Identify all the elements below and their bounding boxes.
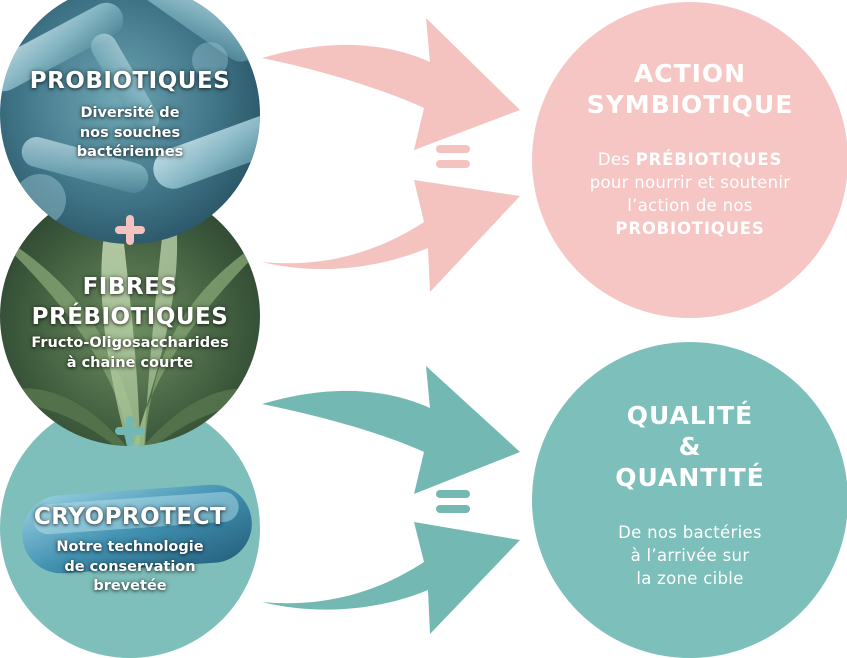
cryoprotect-text: CRYOPROTECT Notre technologie de conserv… (10, 502, 250, 597)
fibres-line-2: à chaine courte (66, 354, 194, 371)
action-desc-line-2: pour nourrir et soutenir (589, 173, 791, 192)
cryoprotect-line-2: de conservation (64, 558, 196, 575)
action-symbiotique-text: ACTION SYMBIOTIQUE Des PRÉBIOTIQUES pour… (550, 58, 830, 240)
cryoprotect-line-3: brevetée (93, 578, 167, 594)
probiotiques-line-1: Diversité de (80, 105, 180, 121)
cryoprotect-line-1: Notre technologie (56, 539, 204, 555)
qualite-title-line-1: QUALITÉ (626, 401, 754, 430)
equals-icon-top (436, 145, 470, 168)
leaves-icon (0, 186, 260, 446)
qualite-title-line-3: QUANTITÉ (615, 463, 765, 492)
action-symbiotique-circle (532, 2, 847, 318)
fibres-title-line-2: PRÉBIOTIQUES (31, 304, 229, 330)
qualite-title-line-2: & (678, 432, 702, 461)
fibres-title-line-1: FIBRES (82, 274, 178, 300)
action-desc-line-1: Des PRÉBIOTIQUES (550, 148, 830, 171)
fibres-text: FIBRES PRÉBIOTIQUES Fructo-Oligosacchari… (0, 272, 260, 373)
qualite-desc-line-2: à l’arrivée sur (630, 546, 750, 565)
probiotiques-line-2: nos souches (79, 124, 181, 141)
plus-icon-top (115, 215, 145, 245)
plus-icon-bottom (115, 416, 145, 446)
bacteria-icon (0, 0, 260, 226)
probiotiques-title: PROBIOTIQUES (29, 68, 231, 94)
action-desc-line-3: l’action de nos (627, 196, 753, 215)
cryoprotect-title: CRYOPROTECT (33, 504, 227, 530)
action-title-line-1: ACTION (633, 59, 747, 88)
arrow-pink-lower (262, 180, 520, 292)
action-desc-pre: Des (597, 150, 631, 169)
qualite-desc-line-1: De nos bactéries (618, 523, 762, 542)
qualite-quantite-circle (532, 342, 847, 658)
probiotiques-circle (0, 0, 260, 244)
action-title-line-2: SYMBIOTIQUE (586, 90, 794, 119)
fibres-prebiotiques-circle (0, 186, 260, 446)
arrow-teal-upper (262, 366, 520, 494)
action-desc-strong-prebiotiques: PRÉBIOTIQUES (635, 150, 783, 169)
qualite-quantite-text: QUALITÉ & QUANTITÉ De nos bactéries à l’… (550, 400, 830, 590)
cryoprotect-circle (0, 398, 260, 658)
qualite-desc-line-3: la zone cible (636, 569, 744, 588)
bacterium-icon (22, 484, 252, 574)
action-desc-strong-probiotiques: PROBIOTIQUES (615, 219, 765, 238)
equals-icon-bottom (436, 490, 470, 513)
fibres-line-1: Fructo-Oligosaccharides (31, 335, 229, 351)
probiotiques-line-3: bactériennes (76, 144, 184, 160)
arrow-teal-lower (262, 522, 520, 634)
arrow-pink-upper (262, 18, 520, 150)
probiotiques-text: PROBIOTIQUES Diversité de nos souches ba… (10, 66, 250, 163)
